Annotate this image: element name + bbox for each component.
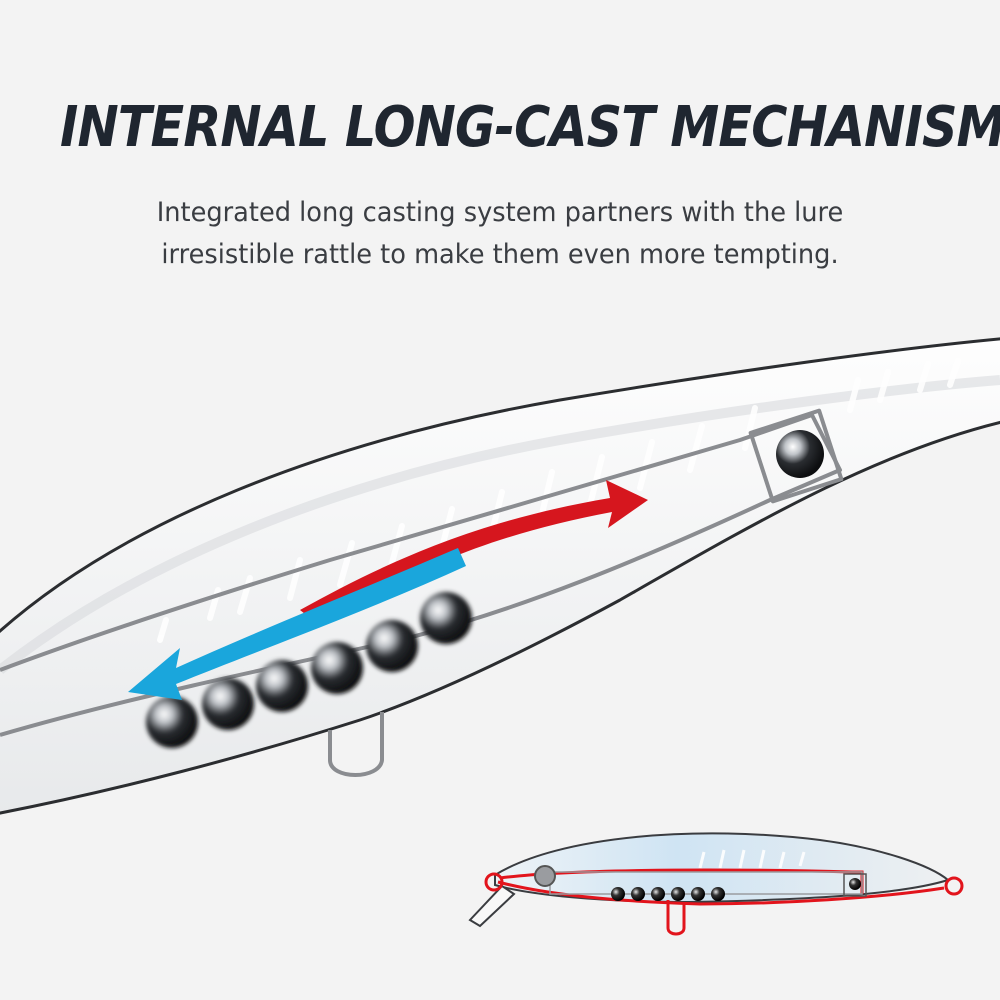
subtitle-line-1: Integrated long casting system partners … [156,197,844,228]
headline: INTERNAL LONG-CAST MECHANISM [60,95,1000,160]
subtitle: Integrated long casting system partners … [25,192,975,276]
inset-lure-diagram [468,832,964,936]
subtitle-line-2: irresistible rattle to make them even mo… [161,239,839,270]
blue-back-arrow-icon [128,548,466,700]
sliding-weights [146,592,472,748]
red-forward-arrow-icon [300,480,648,626]
front-rattle-ball [776,430,824,478]
